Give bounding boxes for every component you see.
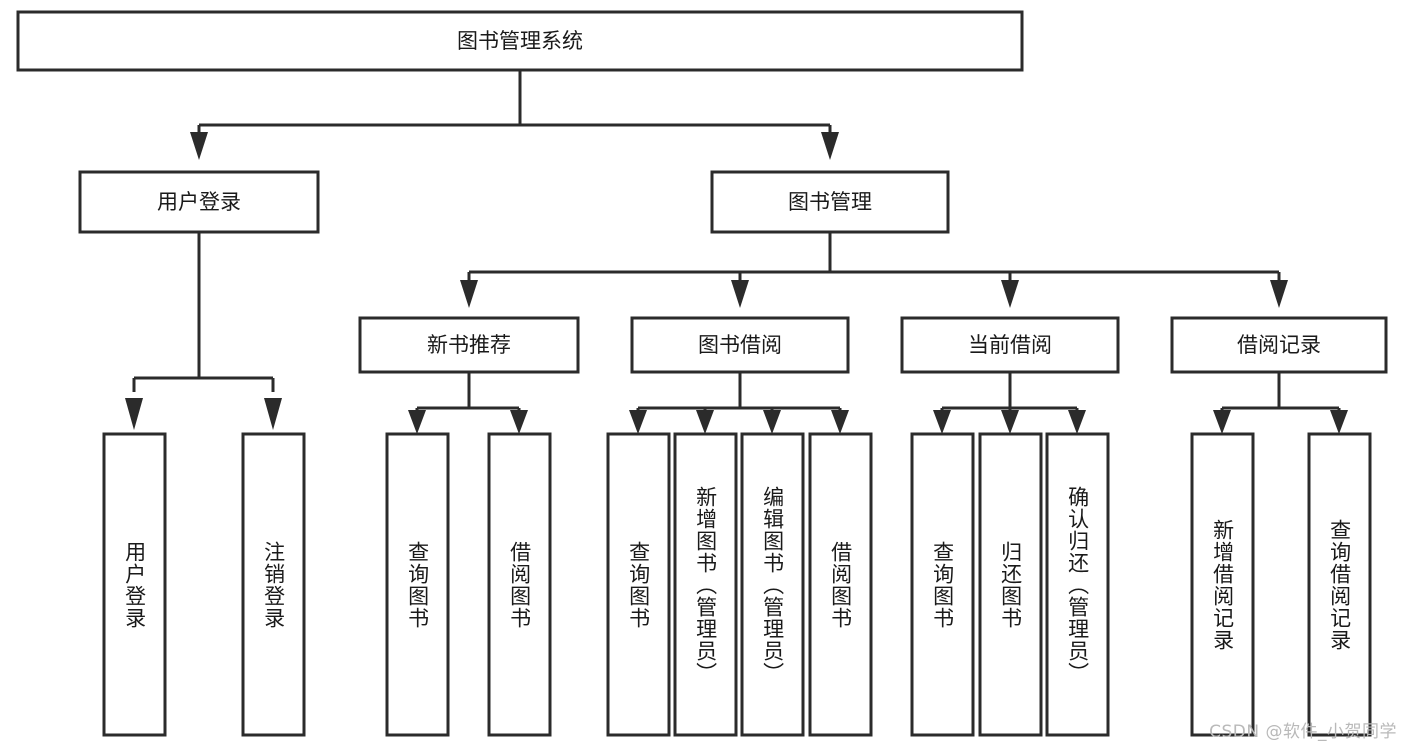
- arrow-head-leaf-borrow-record-0: [1213, 410, 1231, 434]
- arrow-head-new-book-recommend: [460, 280, 478, 308]
- node-book-management-box[interactable]: [710, 170, 950, 234]
- leaf-box-current-borrow-0[interactable]: [910, 432, 975, 737]
- node-current-borrow[interactable]: 当前借阅: [900, 316, 1120, 374]
- arrow-head-leaf-new-book-1: [510, 410, 528, 434]
- leaf-boxes-book-borrow: [606, 432, 873, 737]
- node-new-book-recommend-box[interactable]: [358, 316, 580, 374]
- watermark-text: CSDN @软件_小贺同学: [1209, 722, 1397, 742]
- arrow-head-book-manage: [821, 132, 839, 160]
- arrow-head-leaf-new-book-0: [408, 410, 426, 434]
- arrow-head-leaf-borrow-record-1: [1330, 410, 1348, 434]
- node-current-borrow-box[interactable]: [900, 316, 1120, 374]
- arrow-head-leaf-user-login-1: [264, 398, 282, 430]
- node-user-login[interactable]: 用户登录: [78, 170, 320, 234]
- leaf-box-current-borrow-1[interactable]: [978, 432, 1043, 737]
- leaf-box-new-book-0[interactable]: [385, 432, 450, 737]
- connector-group-user-login: [125, 232, 282, 430]
- leaf-box-book-borrow-1[interactable]: [673, 432, 738, 737]
- connector-group-borrow-record: [1213, 372, 1348, 434]
- leaf-box-user-login-1[interactable]: [241, 432, 306, 737]
- arrow-head-leaf-book-borrow-3: [831, 410, 849, 434]
- arrow-head-borrow-record: [1270, 280, 1288, 308]
- arrow-head-leaf-current-borrow-0: [933, 410, 951, 434]
- node-borrow-record[interactable]: 借阅记录: [1170, 316, 1388, 374]
- node-borrow-record-box[interactable]: [1170, 316, 1388, 374]
- node-new-book-recommend[interactable]: 新书推荐: [358, 316, 580, 374]
- connector-group-book-manage: [460, 232, 1288, 308]
- arrow-head-current-borrow: [1001, 280, 1019, 308]
- arrow-head-leaf-current-borrow-1: [1001, 410, 1019, 434]
- node-current-borrow-label: 当前借阅: [968, 333, 1052, 357]
- leaf-box-new-book-1[interactable]: [487, 432, 552, 737]
- leaf-box-book-borrow-3[interactable]: [808, 432, 873, 737]
- leaf-box-book-borrow-0[interactable]: [606, 432, 671, 737]
- leaf-boxes-current-borrow: [910, 432, 1110, 737]
- node-borrow-record-label: 借阅记录: [1237, 333, 1321, 357]
- node-root-book-management-system[interactable]: 图书管理系统: [16, 10, 1024, 72]
- node-new-book-recommend-label: 新书推荐: [427, 333, 511, 357]
- arrow-head-book-borrow: [731, 280, 749, 308]
- leaf-boxes-borrow-record: [1190, 432, 1372, 737]
- arrow-head-leaf-book-borrow-2: [763, 410, 781, 434]
- leaf-boxes-user-login: [102, 432, 306, 737]
- node-root-box[interactable]: [16, 10, 1024, 72]
- connector-group-new-book-recommend: [408, 372, 528, 434]
- node-user-login-label: 用户登录: [157, 190, 241, 214]
- connector-group-current-borrow: [933, 372, 1086, 434]
- leaf-box-book-borrow-2[interactable]: [740, 432, 805, 737]
- arrow-head-user-login: [190, 132, 208, 160]
- leaf-box-current-borrow-2[interactable]: [1045, 432, 1110, 737]
- arrow-head-leaf-book-borrow-0: [629, 410, 647, 434]
- node-root-label: 图书管理系统: [457, 29, 583, 53]
- arrow-head-leaf-user-login-0: [125, 398, 143, 430]
- node-book-management-label: 图书管理: [788, 190, 872, 214]
- node-user-login-box[interactable]: [78, 170, 320, 234]
- arrow-head-leaf-current-borrow-2: [1068, 410, 1086, 434]
- node-book-management[interactable]: 图书管理: [710, 170, 950, 234]
- leaf-boxes-new-book-recommend: [385, 432, 552, 737]
- node-book-borrow-box[interactable]: [630, 316, 850, 374]
- connector-group-book-borrow: [629, 372, 849, 434]
- connector-group-root: [190, 70, 839, 160]
- node-book-borrow[interactable]: 图书借阅: [630, 316, 850, 374]
- leaf-box-borrow-record-1[interactable]: [1307, 432, 1372, 737]
- leaf-box-user-login-0[interactable]: [102, 432, 167, 737]
- arrow-head-leaf-book-borrow-1: [696, 410, 714, 434]
- node-book-borrow-label: 图书借阅: [698, 333, 782, 357]
- leaf-box-borrow-record-0[interactable]: [1190, 432, 1255, 737]
